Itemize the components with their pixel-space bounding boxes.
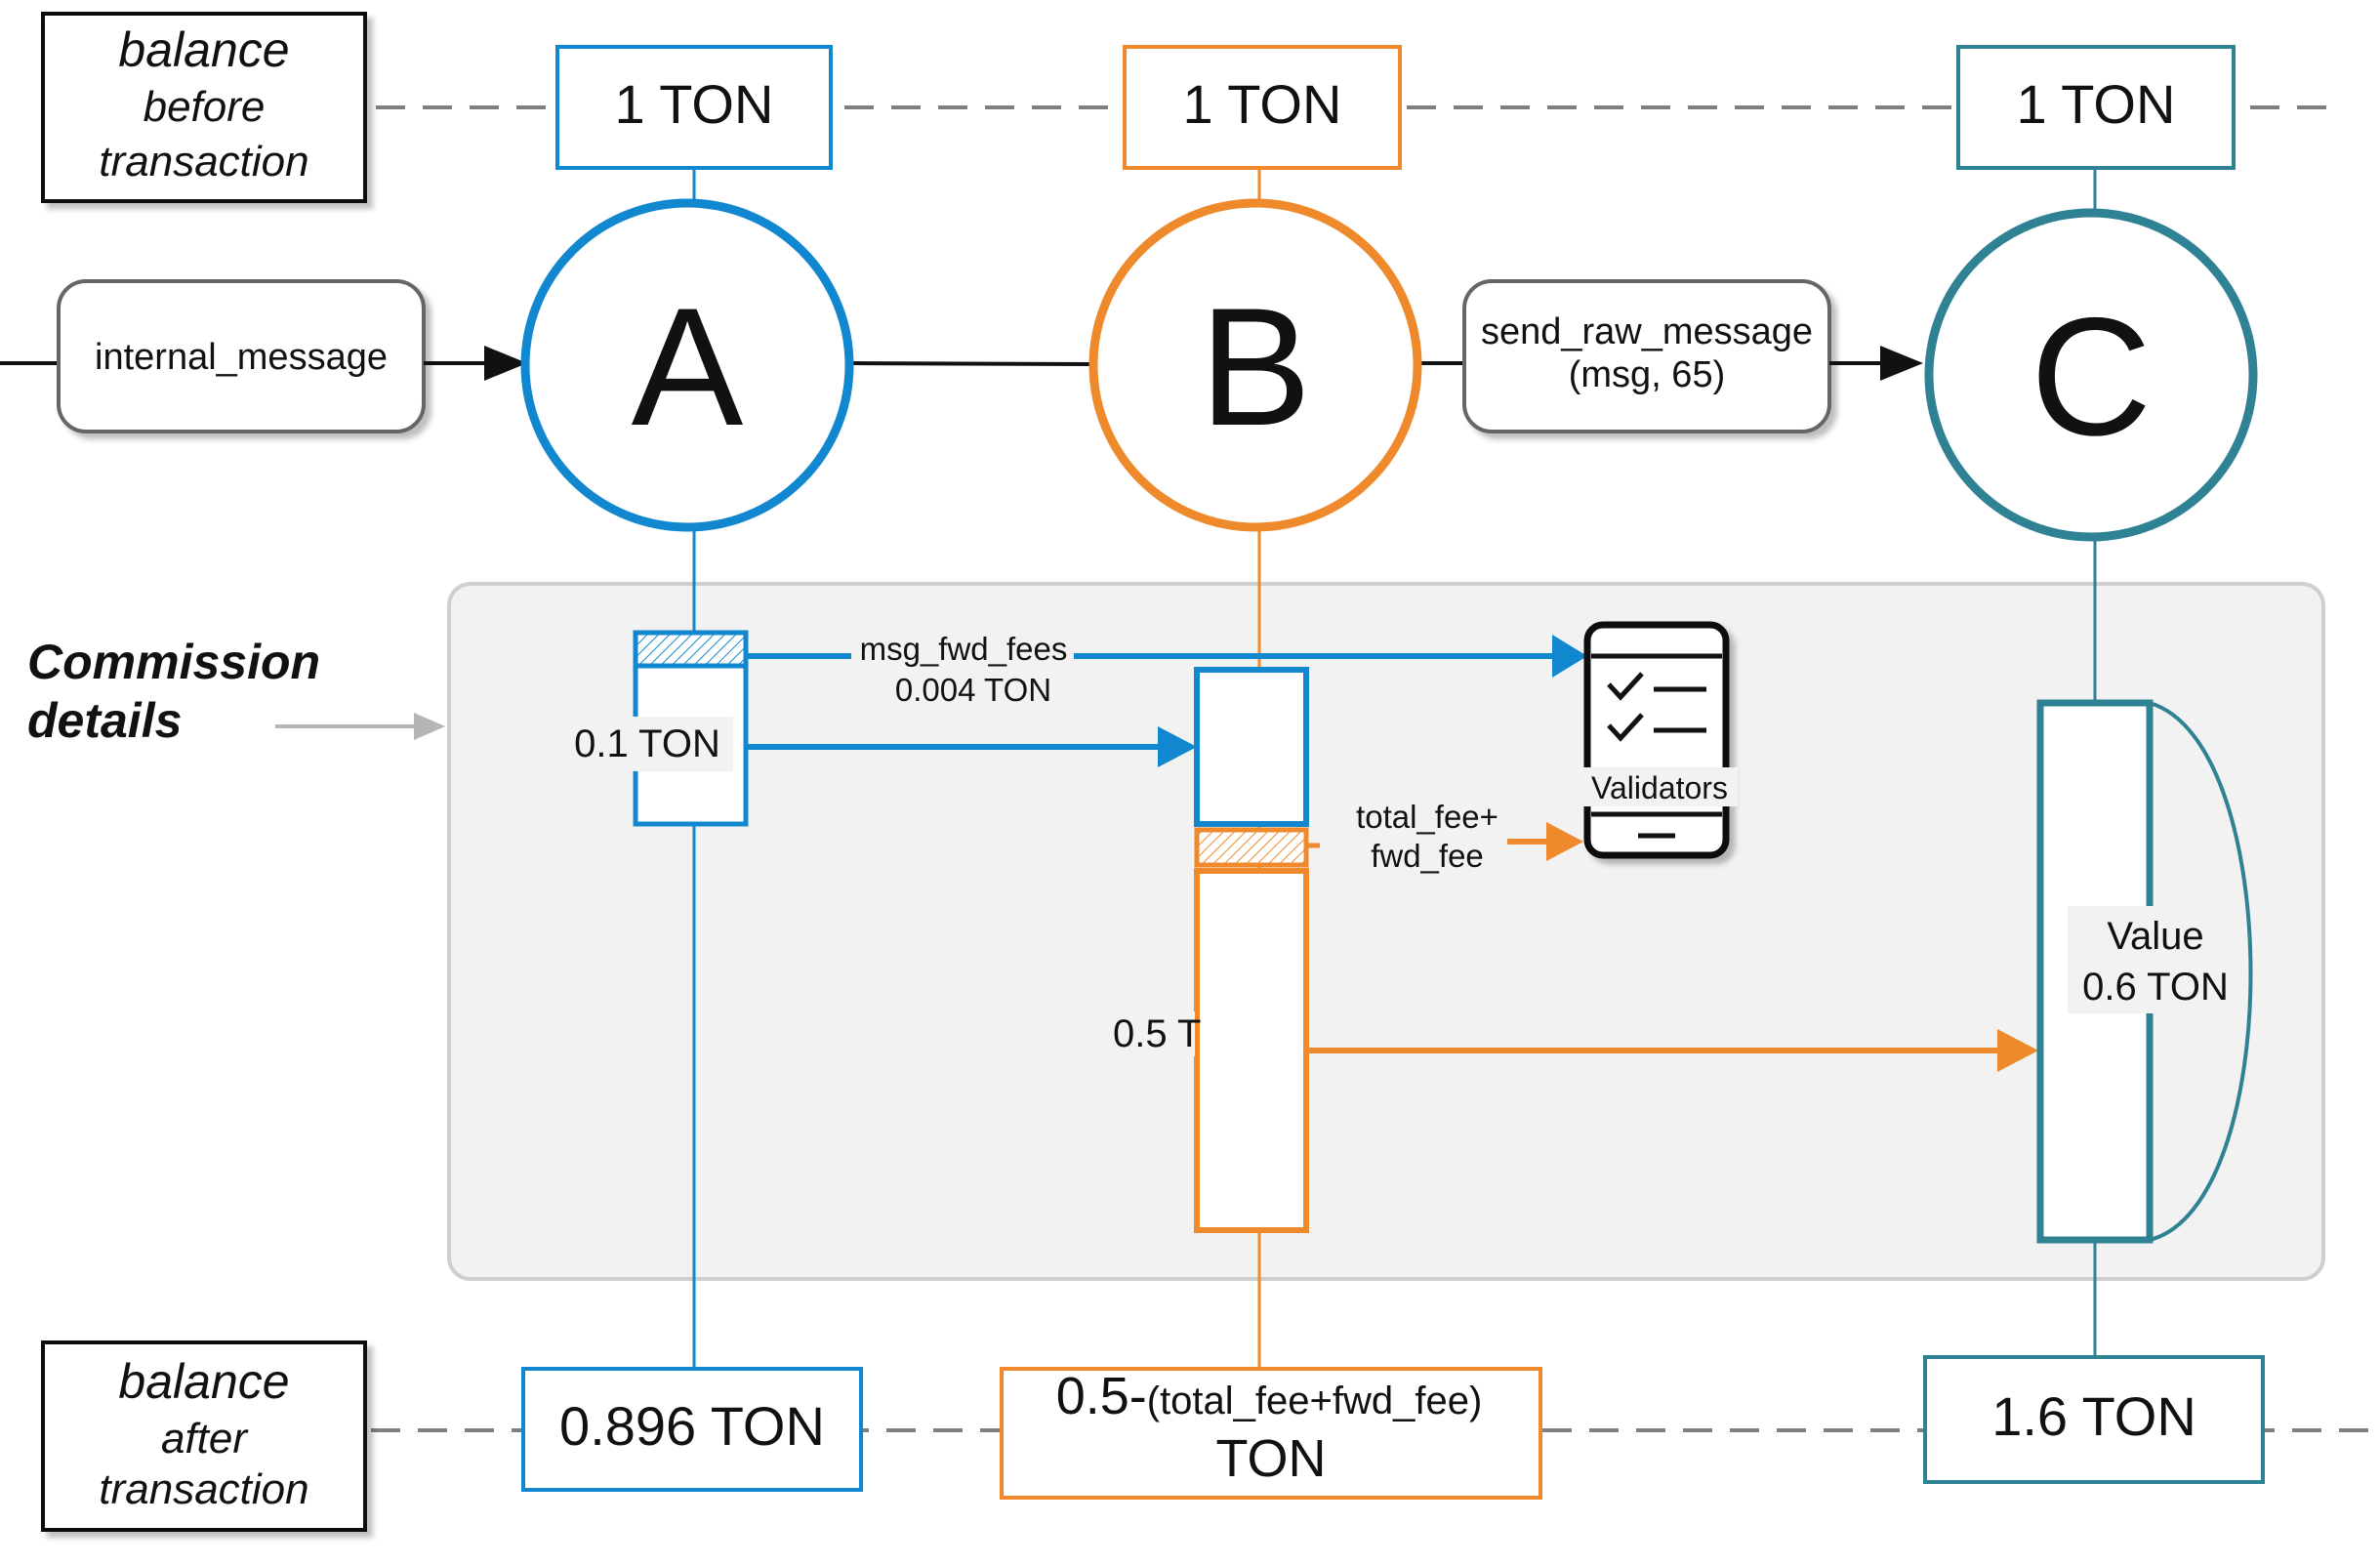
svg-text:Commission: Commission: [27, 635, 320, 689]
node-b: B: [1088, 198, 1422, 532]
b-fee-label-2: fwd_fee: [1371, 838, 1484, 874]
svg-text:1 TON: 1 TON: [1183, 73, 1342, 135]
svg-text:1 TON: 1 TON: [2017, 73, 2176, 135]
svg-text:after: after: [161, 1415, 249, 1463]
arrow-send-to-c: [1829, 346, 1923, 381]
svg-text:(msg, 65): (msg, 65): [1569, 354, 1725, 395]
validators-icon: Validators: [1581, 621, 1738, 859]
svg-text:transaction: transaction: [99, 1465, 308, 1513]
commission-label: Commission details: [27, 635, 320, 748]
commission-panel: [447, 582, 2325, 1281]
a-value-label: 0.1 TON: [574, 722, 720, 765]
msg-fwd-fees-label: msg_fwd_fees: [860, 631, 1068, 667]
balance-before-c: 1 TON: [1956, 45, 2236, 170]
send-raw-message-pill: send_raw_message (msg, 65): [1462, 279, 1831, 433]
svg-text:send_raw_message: send_raw_message: [1481, 311, 1813, 352]
balance-before-b: 1 TON: [1123, 45, 1402, 170]
svg-text:C: C: [2031, 283, 2152, 471]
arrow-b-fee-to-validators: [1507, 822, 1583, 861]
b-value-label-bg: [1107, 1011, 1195, 1056]
svg-text:details: details: [27, 693, 182, 748]
svg-text:transaction: transaction: [99, 138, 308, 185]
svg-text:1 TON: 1 TON: [615, 73, 774, 135]
svg-text:B: B: [1200, 273, 1312, 461]
c-value-amount: 0.6 TON: [2082, 966, 2229, 1009]
arrow-b-to-c-value: [1306, 1029, 2038, 1072]
svg-text:balance: balance: [118, 22, 289, 77]
internal-message-pill: internal_message: [57, 279, 426, 433]
b-fee-block: [1194, 827, 1309, 868]
msg-fwd-fees-amount: 0.004 TON: [895, 672, 1051, 708]
commission-arrow: [275, 713, 445, 740]
node-c: C: [1924, 208, 2258, 542]
arrow-internal-to-a: [424, 346, 527, 381]
b-received-block: [1194, 667, 1309, 827]
b-fee-label: total_fee+: [1356, 799, 1498, 835]
check-icon-2: [1607, 713, 1644, 742]
c-value-block: Value 0.6 TON: [2036, 699, 2253, 1244]
a-value-label-bg: [561, 717, 733, 771]
a-to-b-line: [850, 361, 1090, 366]
svg-text:internal_message: internal_message: [95, 337, 388, 378]
msg-fwd-fees-label-bg: [851, 631, 1074, 664]
svg-text:before: before: [144, 83, 266, 131]
svg-text:balance: balance: [118, 1354, 289, 1409]
node-a: A: [520, 198, 854, 532]
balance-after-a: 0.896 TON: [521, 1367, 863, 1492]
validators-label: Validators: [1591, 770, 1728, 805]
balance-after-c: 1.6 TON: [1923, 1355, 2265, 1484]
arrow-a-to-b-value: [746, 726, 1197, 767]
b-value-block: [1194, 868, 1309, 1233]
balance-before-label: balance before transaction: [41, 12, 367, 203]
balance-after-b: 0.5-(total_fee+fwd_fee) TON: [1000, 1367, 1542, 1500]
svg-text:TON: TON: [1215, 1429, 1326, 1488]
svg-text:A: A: [632, 273, 744, 461]
svg-text:1.6 TON: 1.6 TON: [1991, 1385, 2196, 1447]
a-fee-block: [633, 630, 749, 669]
b-value-label: 0.5 T: [1113, 1012, 1201, 1055]
balance-before-a: 1 TON: [555, 45, 833, 170]
svg-text:0.896 TON: 0.896 TON: [559, 1395, 825, 1457]
check-icon-1: [1607, 672, 1644, 701]
svg-text:0.5-(total_fee+fwd_fee): 0.5-(total_fee+fwd_fee): [1056, 1367, 1483, 1425]
c-value-label: Value: [2107, 915, 2203, 958]
balance-after-label: balance after transaction: [41, 1340, 367, 1532]
